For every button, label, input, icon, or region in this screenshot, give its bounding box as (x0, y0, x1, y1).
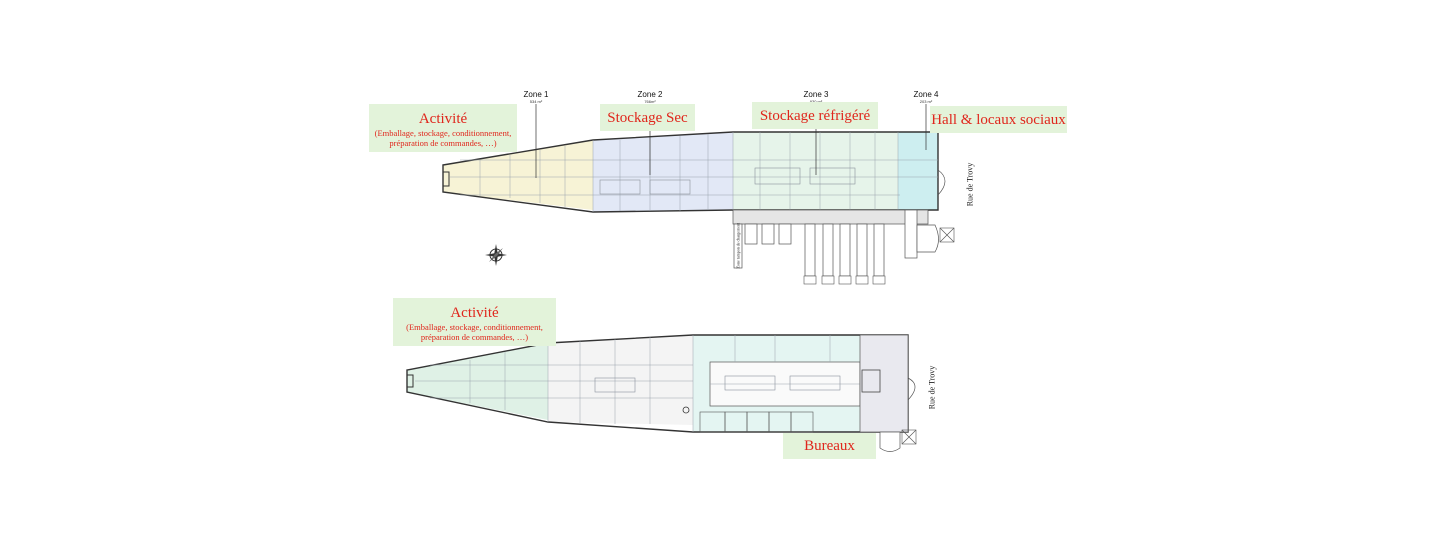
hall-locaux-sociaux-label: Hall & locaux sociaux (930, 106, 1067, 133)
zone-2-area: 766m² (644, 99, 656, 104)
top-street-label: Rue de Trovy (965, 162, 975, 207)
loading-buffer-note: Zone tampon de chargement (735, 222, 741, 269)
zone-1-header: Zone 1 534 m² (511, 90, 561, 104)
zone-4-name: Zone 4 (913, 90, 939, 99)
bottom-activity-sub-1: (Emballage, stockage, conditionnement, (406, 322, 543, 332)
bottom-storage-area (548, 335, 693, 425)
zone-4-header: Zone 4 203 m² (901, 90, 951, 104)
zone-3-area (733, 132, 898, 210)
zone-1-area: 534 m² (529, 99, 543, 104)
top-activity-label: Activité (Emballage, stockage, condition… (369, 104, 517, 152)
zone-2-area (593, 132, 733, 212)
zone-3-name: Zone 3 (803, 90, 829, 99)
top-activity-sub-2: préparation de commandes, …) (389, 138, 497, 148)
bottom-activity-sub-2: préparation de commandes, …) (420, 332, 529, 342)
zone-3-header: Zone 3 930 m² (791, 90, 841, 104)
stockage-sec-label: Stockage Sec (600, 104, 695, 131)
zone-4-area (898, 132, 938, 210)
bottom-floor-plan (406, 334, 917, 452)
zone-1-name: Zone 1 (523, 90, 549, 99)
top-building-outline (442, 131, 939, 213)
bureaux-label: Bureaux (783, 433, 876, 459)
zone-2-header: Zone 2 766m² (625, 90, 675, 104)
bottom-activity-title: Activité (450, 305, 499, 321)
zone-1-area (443, 140, 593, 210)
zone-2-name: Zone 2 (637, 90, 663, 99)
zone-4-area: 203 m² (919, 99, 933, 104)
bottom-street-label: Rue de Trovy (927, 365, 937, 410)
bottom-activity-area (407, 343, 548, 420)
top-floor-plan (442, 104, 955, 285)
bottom-activity-label: Activité (Emballage, stockage, condition… (393, 298, 556, 346)
top-activity-sub-1: (Emballage, stockage, conditionnement, (374, 128, 512, 138)
compass-rose-icon (485, 244, 507, 266)
stockage-refrigere-label: Stockage réfrigéré (752, 102, 878, 129)
zone-3-area: 930 m² (791, 99, 841, 104)
top-activity-title: Activité (418, 111, 468, 127)
